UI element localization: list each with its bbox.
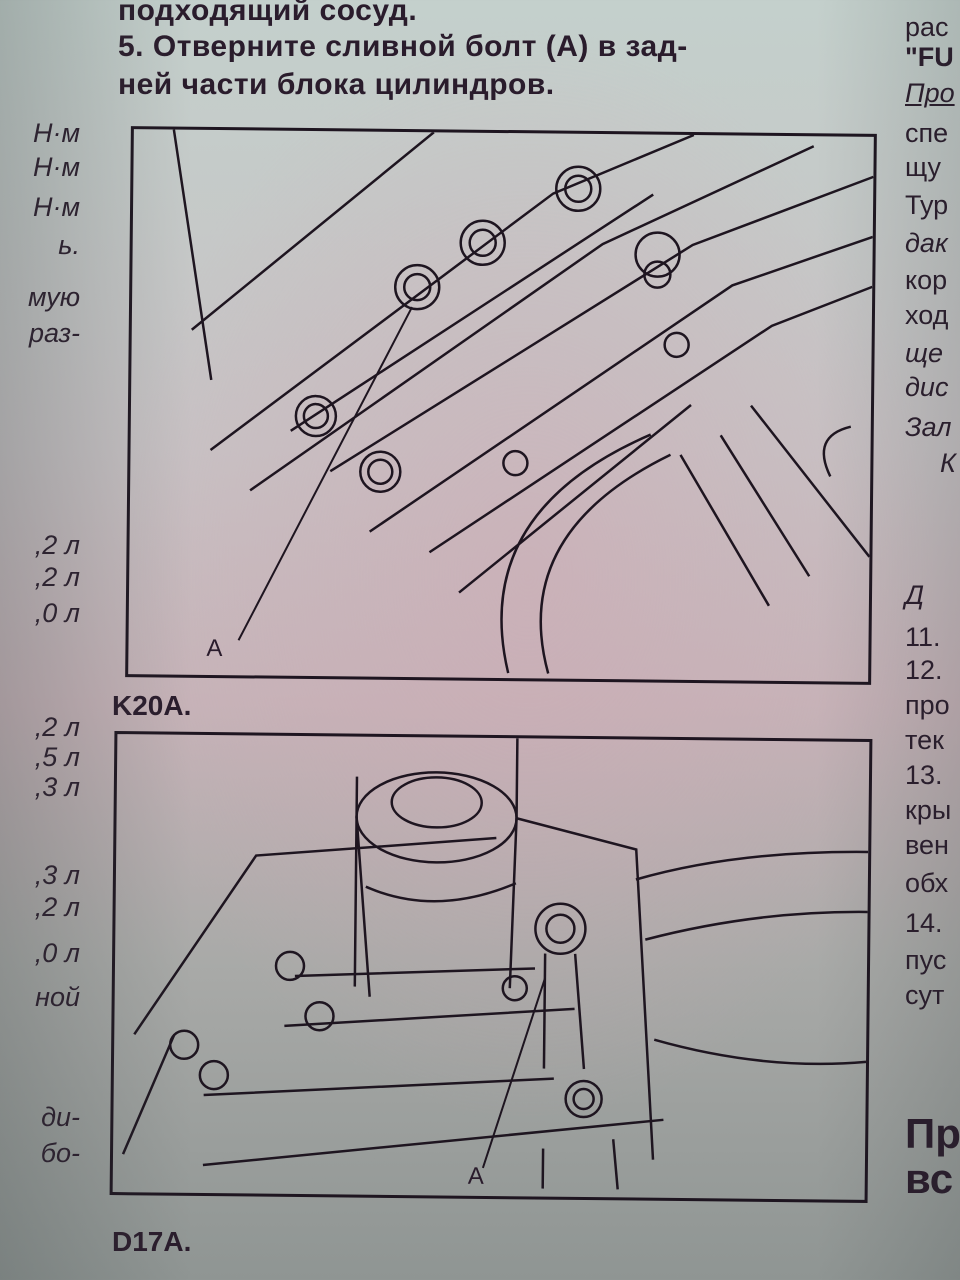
margin-text-fragment: ,3 л [34, 860, 80, 890]
margin-text-fragment: кор [905, 265, 948, 295]
margin-text-fragment: ,0 л [34, 938, 80, 968]
margin-text-fragment: Про [905, 78, 955, 108]
margin-text-fragment: Зал [905, 412, 952, 442]
margin-text-fragment: ди- [41, 1102, 80, 1132]
margin-text-fragment: сут [905, 980, 945, 1010]
figure-d17a: A [109, 731, 873, 1203]
margin-text-fragment: спе [905, 118, 949, 148]
margin-text-fragment: "FU [905, 42, 954, 72]
margin-text-fragment: ,3 л [34, 772, 80, 802]
margin-text-fragment: ,0 л [34, 598, 80, 628]
margin-text-fragment: обх [905, 868, 949, 898]
margin-text-fragment: бо- [40, 1138, 80, 1168]
body-text-line: подходящий сосуд. [118, 0, 418, 27]
margin-text-fragment: ,2 л [34, 892, 80, 922]
margin-text-fragment: кры [905, 795, 952, 825]
margin-text-fragment: щу [905, 152, 942, 182]
margin-text-fragment: раз- [29, 318, 80, 348]
margin-text-fragment: Н·м [33, 118, 80, 148]
margin-text-fragment: вс [905, 1155, 954, 1202]
margin-text-fragment: 13. [905, 760, 943, 790]
engine-diagram-d17a [121, 738, 869, 1190]
figure-k20a: A [125, 126, 877, 685]
margin-text-fragment: ь. [58, 230, 80, 260]
margin-text-fragment: Н·м [33, 152, 80, 182]
margin-text-fragment: 14. [905, 908, 943, 938]
figure-caption: D17A. [112, 1226, 192, 1257]
callout-label-a: A [206, 634, 223, 663]
callout-label-a: A [467, 1162, 484, 1190]
margin-text-fragment: мую [27, 282, 80, 312]
margin-text-fragment: 12. [905, 655, 943, 685]
margin-text-fragment: Пр [905, 1110, 960, 1157]
margin-text-fragment: ,2 л [34, 530, 80, 560]
margin-text-fragment: вен [905, 830, 949, 860]
margin-text-fragment: Н·м [33, 192, 80, 222]
margin-text-fragment: ной [35, 982, 80, 1012]
margin-text-fragment: щe [905, 338, 943, 368]
margin-text-fragment: рас [905, 12, 949, 42]
margin-text-fragment: Тур [905, 190, 949, 220]
body-text-line: ней части блока цилиндров. [118, 68, 555, 101]
margin-text-fragment: пус [905, 945, 947, 975]
margin-text-fragment: тек [905, 725, 944, 755]
body-text-line: 5. Отверните сливной болт (А) в зад- [118, 30, 688, 63]
margin-text-fragment: дис [905, 372, 949, 402]
margin-text-fragment: 11. [905, 622, 941, 652]
margin-text-fragment: Д [905, 580, 925, 610]
margin-text-fragment: К [940, 448, 956, 478]
margin-text-fragment: ,2 л [34, 562, 80, 592]
figure-caption: K20A. [112, 690, 192, 721]
engine-diagram-k20a [172, 129, 874, 674]
margin-text-fragment: ,2 л [34, 712, 80, 742]
margin-text-fragment: ,5 л [34, 742, 80, 772]
margin-text-fragment: ход [905, 300, 949, 330]
margin-text-fragment: про [905, 690, 950, 720]
margin-text-fragment: дак [905, 228, 948, 258]
